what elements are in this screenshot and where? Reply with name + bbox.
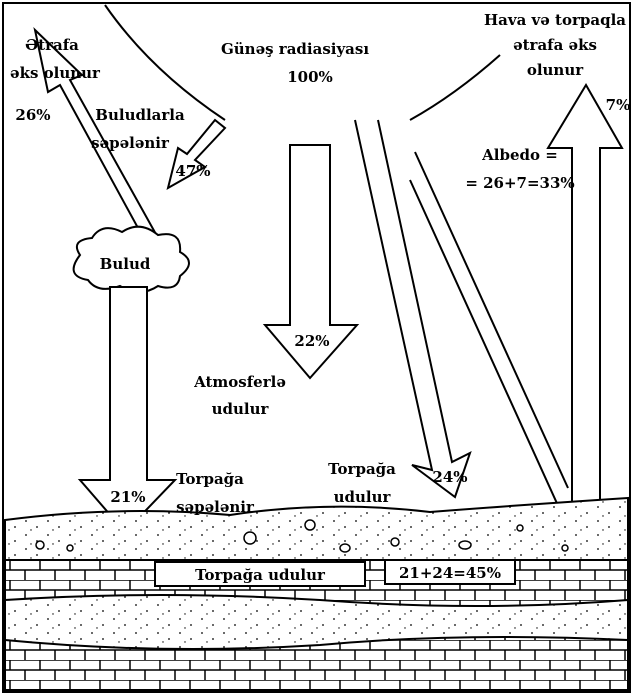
- atmosphere-label-2: udulur: [212, 400, 270, 418]
- sun-arc-right: [410, 55, 500, 120]
- scattered-label-1: Buludlarla: [95, 106, 185, 124]
- cloud-label: Bulud: [100, 255, 151, 273]
- ground-total-label: 21+24=45%: [399, 564, 501, 582]
- air-soil-label-1: Hava və torpaqla: [484, 11, 626, 29]
- atmosphere-label-1: Atmosferlə: [193, 373, 286, 391]
- soil-absorbed-label-1: Torpağa: [328, 460, 396, 478]
- ground-surface-layer: [5, 498, 628, 560]
- atmosphere-percent: 22%: [294, 332, 329, 350]
- air-soil-label-3: olunur: [527, 61, 584, 79]
- soil-absorbed-label-2: udulur: [334, 488, 392, 506]
- reflected-label-1: Ətrafa: [25, 36, 79, 54]
- soil-scattered-percent: 21%: [110, 488, 145, 506]
- sun-label-2: 100%: [287, 68, 333, 86]
- soil-scattered-label-1: Torpağa: [176, 470, 244, 488]
- scattered-percent: 47%: [175, 162, 210, 180]
- air-soil-label-2: ətrafa əks: [513, 36, 597, 54]
- albedo-label-1: Albedo =: [481, 146, 558, 164]
- ground-absorbed-label: Torpağa udulur: [195, 566, 326, 584]
- soil-scattered-label-2: səpələnir: [176, 498, 255, 516]
- soil-absorbed-percent: 24%: [432, 468, 467, 486]
- soil-absorbed-24-arrow: [355, 120, 470, 497]
- reflected-label-2: əks olunur: [10, 64, 101, 82]
- reflected-percent: 26%: [15, 106, 50, 124]
- sun-arc-left: [105, 5, 225, 120]
- sun-label-1: Günəş radiasiyası: [221, 40, 369, 58]
- scattered-label-2: səpələnir: [91, 134, 170, 152]
- air-soil-percent: 7%: [606, 96, 631, 114]
- albedo-label-2: = 26+7=33%: [465, 174, 574, 192]
- reflected-7-arrow: [548, 85, 622, 510]
